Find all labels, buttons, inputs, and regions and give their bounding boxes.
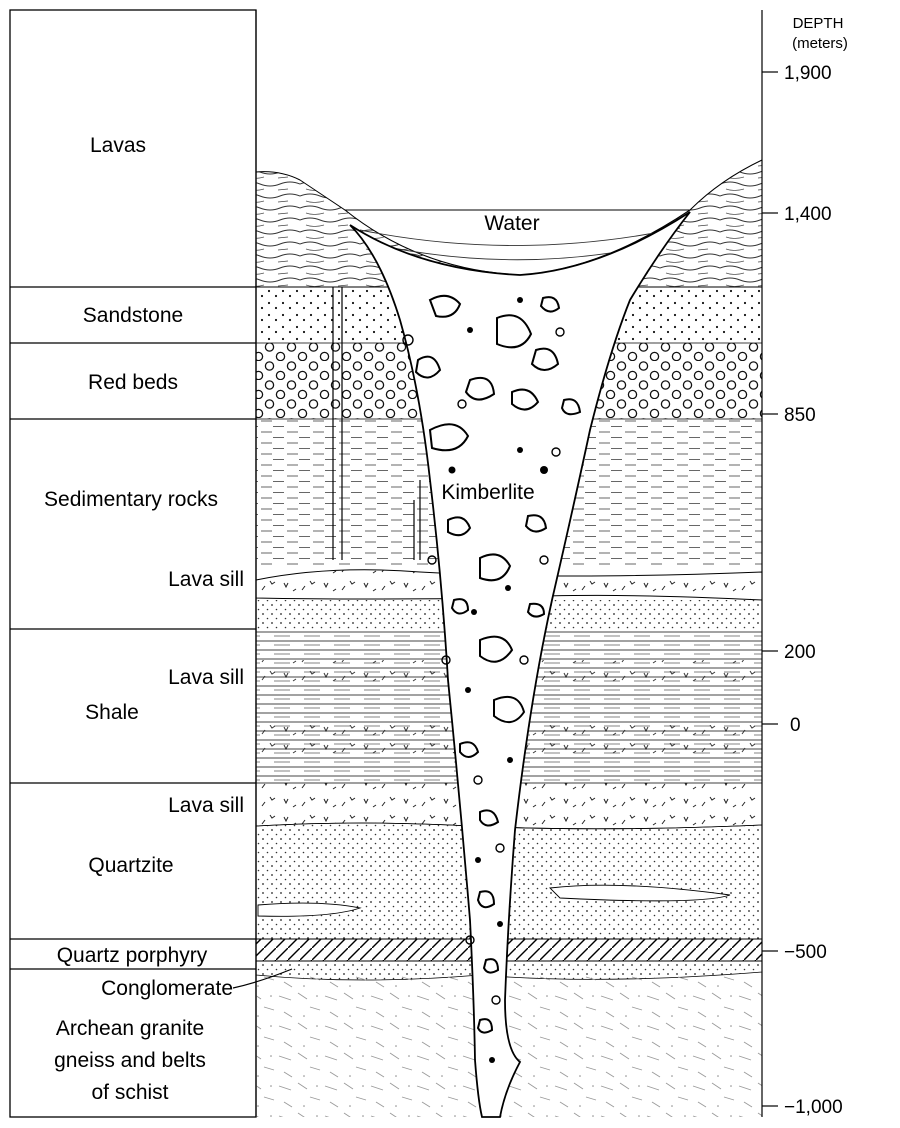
label-water: Water	[484, 212, 539, 235]
label-lava-sill-3: Lava sill	[168, 794, 244, 817]
cross-section-panel	[256, 10, 762, 1117]
label-archean-line3: of schist	[91, 1081, 168, 1104]
depth-label-1400: 1,400	[784, 204, 832, 225]
label-sandstone: Sandstone	[83, 304, 183, 327]
label-shale: Shale	[85, 701, 139, 724]
label-sedimentary-rocks: Sedimentary rocks	[44, 488, 218, 511]
label-red-beds: Red beds	[88, 371, 178, 394]
depth-label-minus-1000: −1,000	[784, 1097, 843, 1118]
depth-label-minus-500: −500	[784, 942, 827, 963]
depth-label-850: 850	[784, 405, 816, 426]
label-quartz-porphyry: Quartz porphyry	[57, 944, 208, 967]
label-kimberlite: Kimberlite	[441, 481, 534, 504]
depth-label-200: 200	[784, 642, 816, 663]
depth-axis-unit: (meters)	[792, 35, 848, 52]
depth-label-1900: 1,900	[784, 63, 832, 84]
label-quartzite: Quartzite	[88, 854, 173, 877]
label-archean-line2: gneiss and belts	[54, 1049, 206, 1072]
label-lavas: Lavas	[90, 134, 146, 157]
label-lava-sill-2: Lava sill	[168, 666, 244, 689]
quartz-porphyry-band	[256, 939, 762, 961]
depth-axis: DEPTH (meters) 1,900 1,400 850 200 0 −50…	[762, 15, 848, 1118]
depth-axis-title: DEPTH	[793, 15, 844, 32]
label-conglomerate: Conglomerate	[101, 977, 233, 1000]
label-archean-line1: Archean granite	[56, 1017, 204, 1040]
depth-label-0: 0	[790, 715, 801, 736]
label-lava-sill-1: Lava sill	[168, 568, 244, 591]
